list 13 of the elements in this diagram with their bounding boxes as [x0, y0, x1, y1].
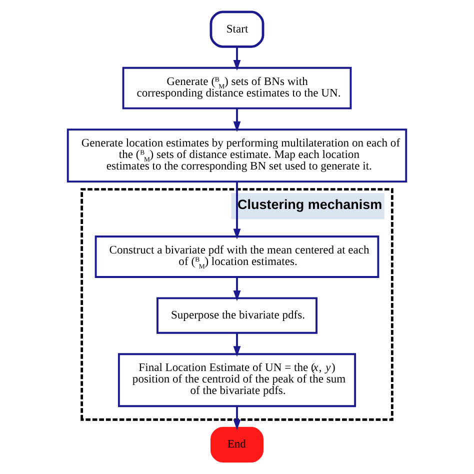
node-box: Start — [210, 10, 264, 48]
arrow — [233, 46, 241, 71]
node-box: Generate ($^{B}$$_{M}$) sets of BNs with corresponding distance estimates to the UN. — [122, 66, 352, 110]
node-box: Construct a bivariate pdf with the mean centered at each of ($^{B}$$_{M}$) location estimates. — [94, 236, 380, 278]
arrow — [233, 332, 241, 357]
node-box: Superpose the bivariate pdfs. — [156, 297, 318, 334]
node-box: Final Location Estimate of UN = the (x, y) position of the centroid of the peak of the sum of the bivariate pdfs. — [118, 353, 356, 408]
arrow — [233, 108, 241, 132]
node-box: End — [210, 426, 264, 463]
arrow — [233, 182, 241, 240]
arrow — [233, 277, 241, 302]
node-box: Generate location estimates by performing multilateration on each of the ($^{B}$$_{M}$) sets of distance estimate. Map each location estimates to the corresponding BN set used to generate it. — [66, 128, 408, 183]
arrow — [233, 406, 241, 430]
